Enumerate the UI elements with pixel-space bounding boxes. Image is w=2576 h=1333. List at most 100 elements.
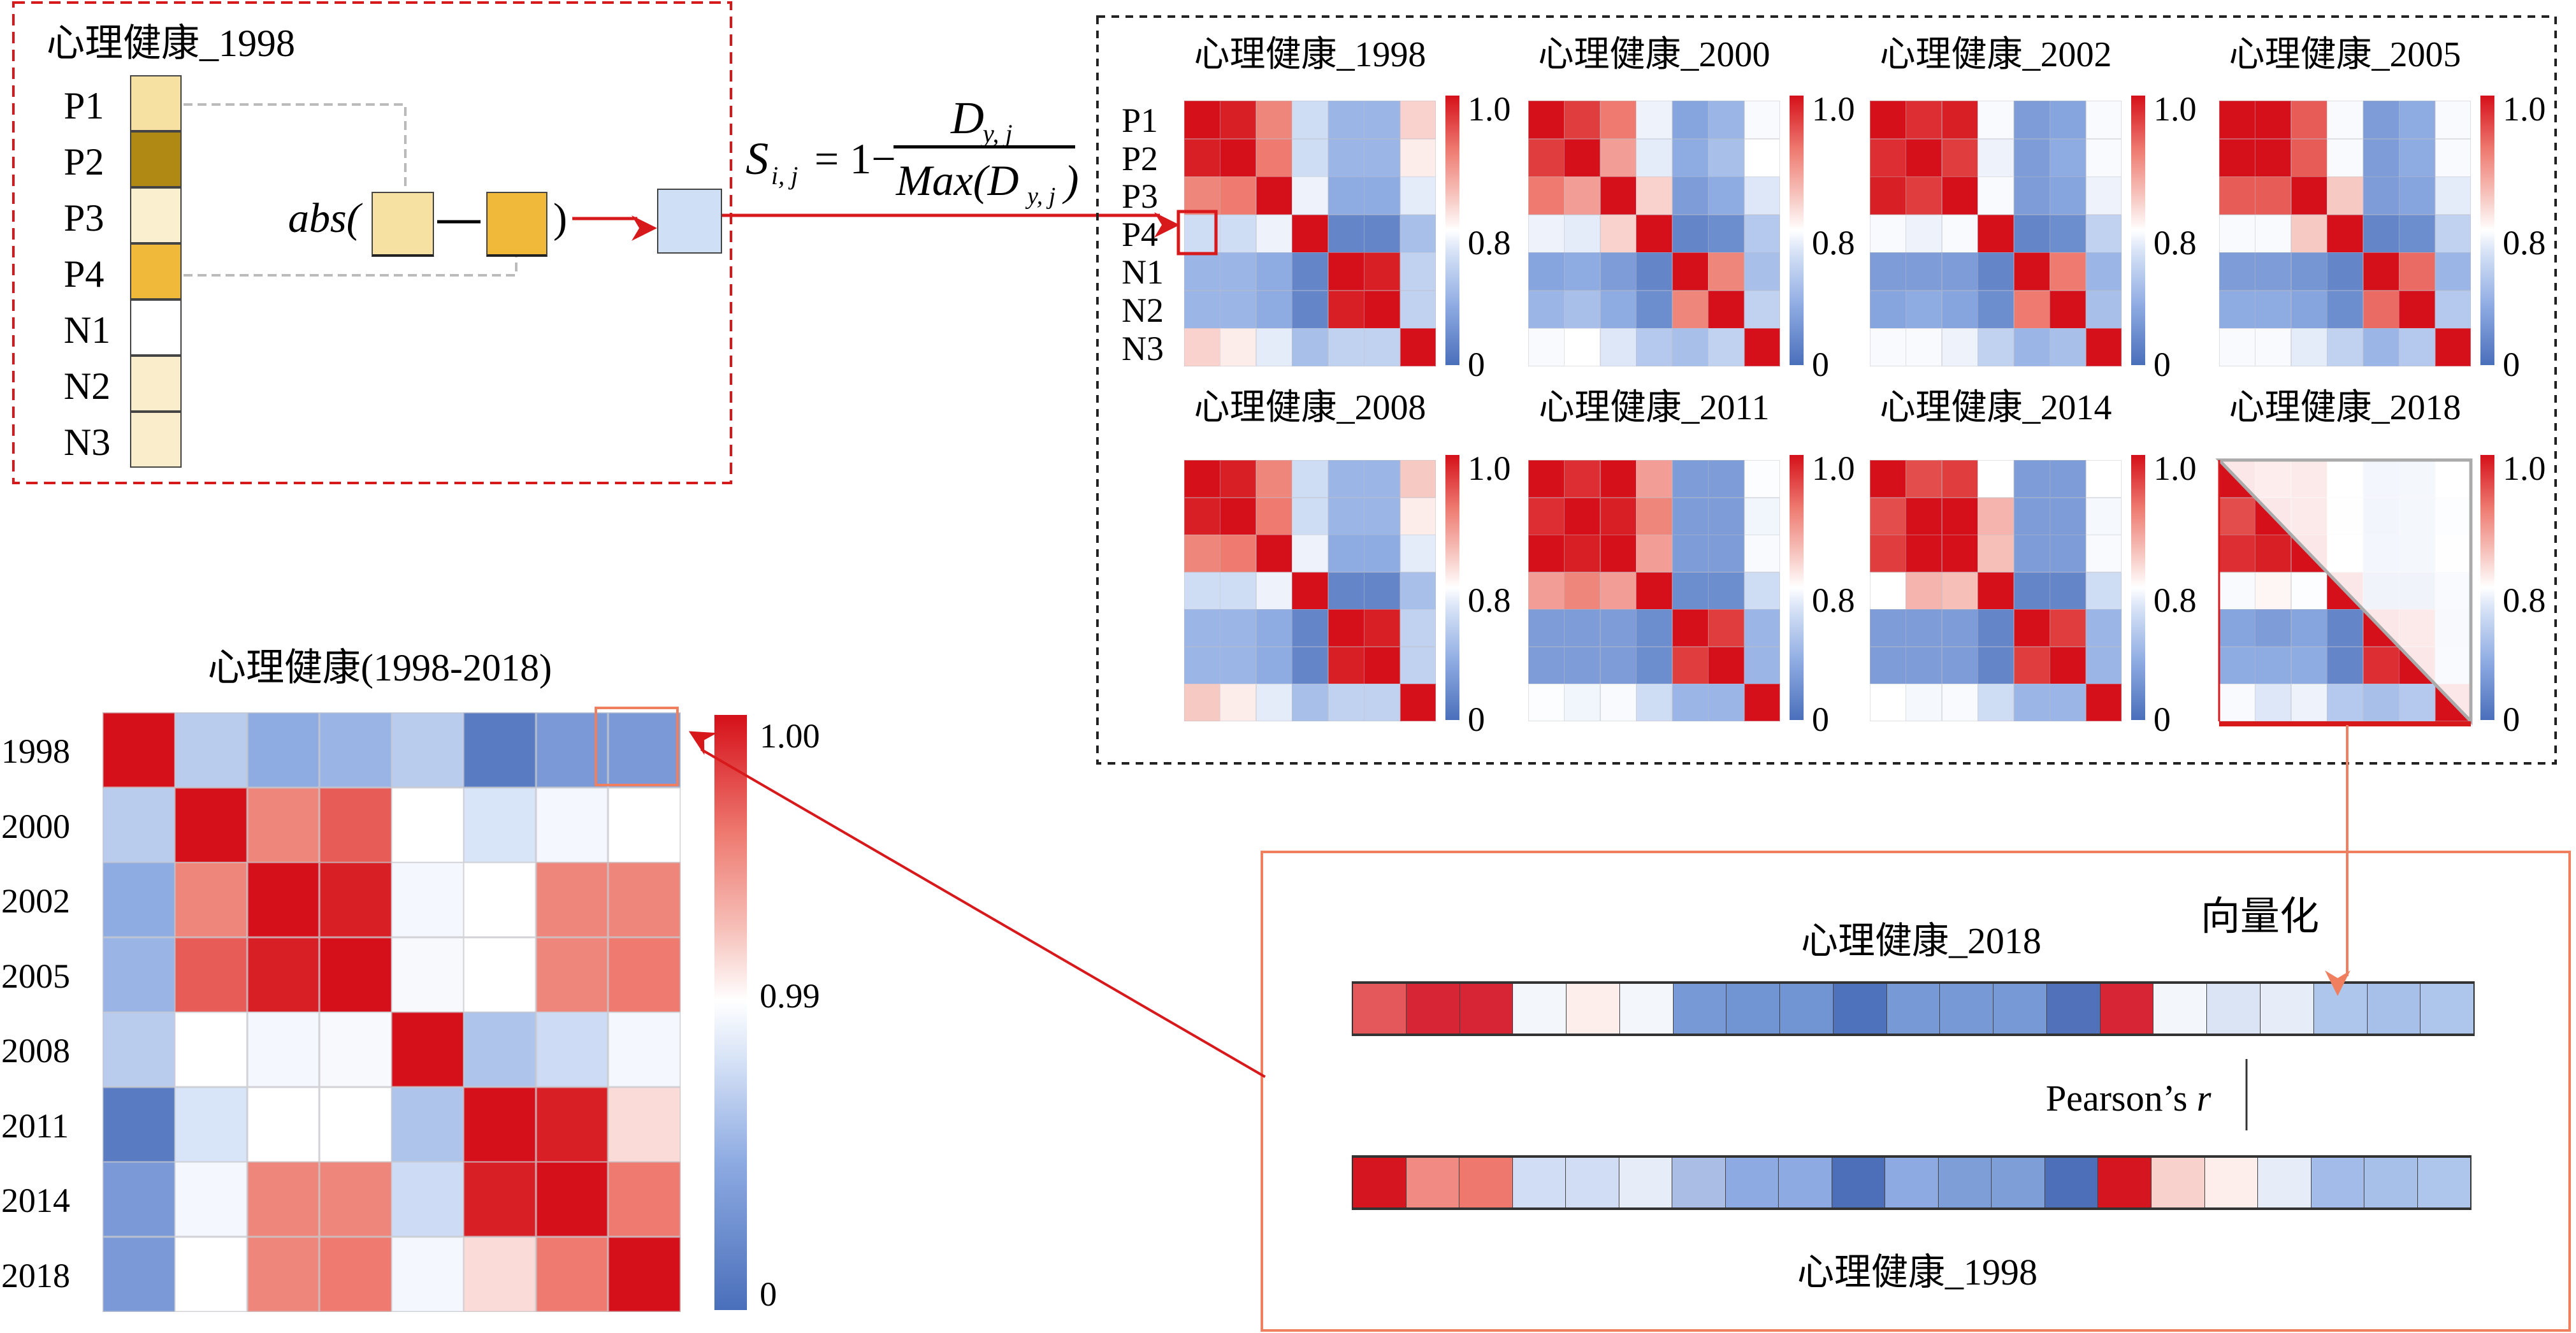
vector-cell xyxy=(2258,1158,2312,1207)
matrix-cell xyxy=(1672,138,1709,177)
matrix-cell xyxy=(2255,252,2292,291)
matrix-cell xyxy=(2290,290,2327,329)
matrix-cell xyxy=(1636,646,1673,684)
vector-cell xyxy=(1780,984,1834,1034)
summary-cell xyxy=(391,1236,464,1312)
matrix-cell xyxy=(1328,290,1364,329)
matrix-cell xyxy=(1600,497,1637,535)
matrix-cell xyxy=(1528,138,1565,177)
matrix-cell xyxy=(2013,460,2050,498)
matrix-cell xyxy=(1364,290,1401,329)
matrix-cell xyxy=(2255,214,2292,253)
matrix-cell xyxy=(1600,328,1637,367)
vector-cell-p1 xyxy=(130,75,182,131)
matrix-cell xyxy=(1364,609,1401,647)
matrix-cell xyxy=(1906,497,1943,535)
vector-cell xyxy=(1992,1158,2045,1207)
summary-cell xyxy=(535,1162,609,1237)
summary-cell xyxy=(391,862,464,937)
colorbar-tick: 1.0 xyxy=(2153,449,2197,487)
matrix-cell xyxy=(2013,290,2050,329)
matrix-colorbar-2018 xyxy=(2480,455,2494,720)
matrix-cell xyxy=(1564,609,1601,647)
matrix-cell xyxy=(1978,609,2015,647)
colorbar-tick: 0.8 xyxy=(2503,580,2546,619)
matrix-cell xyxy=(1870,328,1906,367)
matrix-cell xyxy=(2255,101,2292,140)
vector-cell xyxy=(2100,984,2154,1034)
matrix-cell xyxy=(2219,328,2255,367)
matrix-cell xyxy=(1744,328,1781,367)
matrix-cell xyxy=(2363,177,2399,215)
matrix-cell xyxy=(1978,290,2015,329)
vector-cell xyxy=(2046,984,2101,1034)
matrix-cell xyxy=(1528,646,1565,684)
matrix-cell xyxy=(2085,177,2122,215)
matrix-cell xyxy=(1564,497,1601,535)
matrix-cell xyxy=(2050,684,2087,722)
matrix-cell xyxy=(1708,535,1745,573)
matrix-cell xyxy=(1636,572,1673,610)
summary-colorbar-tick: 0 xyxy=(760,1275,777,1313)
matrix-cell xyxy=(1400,328,1436,367)
formula-lhs-sub: i, j xyxy=(771,161,799,190)
matrix-cell xyxy=(1220,572,1257,610)
matrix-cell xyxy=(1220,328,1257,367)
summary-cell xyxy=(463,1236,536,1312)
summary-cell xyxy=(319,937,392,1012)
vector-cell xyxy=(2153,984,2208,1034)
matrix-cell xyxy=(2399,290,2436,329)
summary-cell xyxy=(463,862,536,937)
matrix-cell xyxy=(2327,101,2364,140)
vector-cell-n3 xyxy=(130,412,182,468)
summary-grid xyxy=(103,712,681,1312)
matrix-cell xyxy=(1906,252,1943,291)
matrix-cell xyxy=(1870,214,1906,253)
matrix-cell xyxy=(1906,328,1943,367)
matrix-cell xyxy=(1564,138,1601,177)
matrix-cell xyxy=(1906,646,1943,684)
summary-cell xyxy=(319,1162,392,1237)
matrix-cell xyxy=(1600,535,1637,573)
summary-cell xyxy=(103,1236,175,1312)
matrix-cell xyxy=(1636,138,1673,177)
vector-cell-n1 xyxy=(130,299,182,356)
matrix-cell xyxy=(1184,497,1220,535)
summary-cell xyxy=(103,937,175,1012)
matrix-heatmap-2014 xyxy=(1870,460,2122,722)
matrix-cell xyxy=(2050,101,2087,140)
matrix-cell xyxy=(1744,684,1781,722)
matrix-cell xyxy=(1978,535,2015,573)
matrix-colorbar-2011 xyxy=(1790,455,1804,720)
matrix-cell xyxy=(1184,609,1220,647)
matrix-cell xyxy=(1364,535,1401,573)
matrix-cell xyxy=(2013,609,2050,647)
matrix-cell xyxy=(1400,252,1436,291)
matrix-cell xyxy=(1292,101,1329,140)
matrix-cell xyxy=(1528,572,1565,610)
matrix-cell xyxy=(1708,646,1745,684)
matrix-cell xyxy=(1220,609,1257,647)
matrix-cell xyxy=(1255,572,1292,610)
matrix-cell xyxy=(1978,328,2015,367)
matrix-cell xyxy=(2013,535,2050,573)
matrix-title-2005: 心理健康_2005 xyxy=(2229,35,2461,75)
matrix-cell xyxy=(1906,214,1943,253)
colorbar-tick: 0 xyxy=(1468,345,1485,384)
matrix-cell xyxy=(1744,572,1781,610)
matrix-cell xyxy=(1400,177,1436,215)
vector-cell xyxy=(2311,1158,2365,1207)
matrix-cell xyxy=(1906,684,1943,722)
vector-cell xyxy=(1673,984,1727,1034)
matrix-cell xyxy=(2013,177,2050,215)
matrix-heatmap-2008 xyxy=(1184,460,1436,722)
summary-cell xyxy=(607,712,681,788)
colorbar-tick: 0.8 xyxy=(1812,223,1855,262)
vector-2018 xyxy=(1352,981,2475,1036)
pearson-symbol: r xyxy=(2196,1077,2211,1119)
summary-cell xyxy=(247,1162,320,1237)
summary-cell xyxy=(391,937,464,1012)
colorbar-tick: 0 xyxy=(1812,700,1829,739)
matrix-cell xyxy=(1528,177,1565,215)
